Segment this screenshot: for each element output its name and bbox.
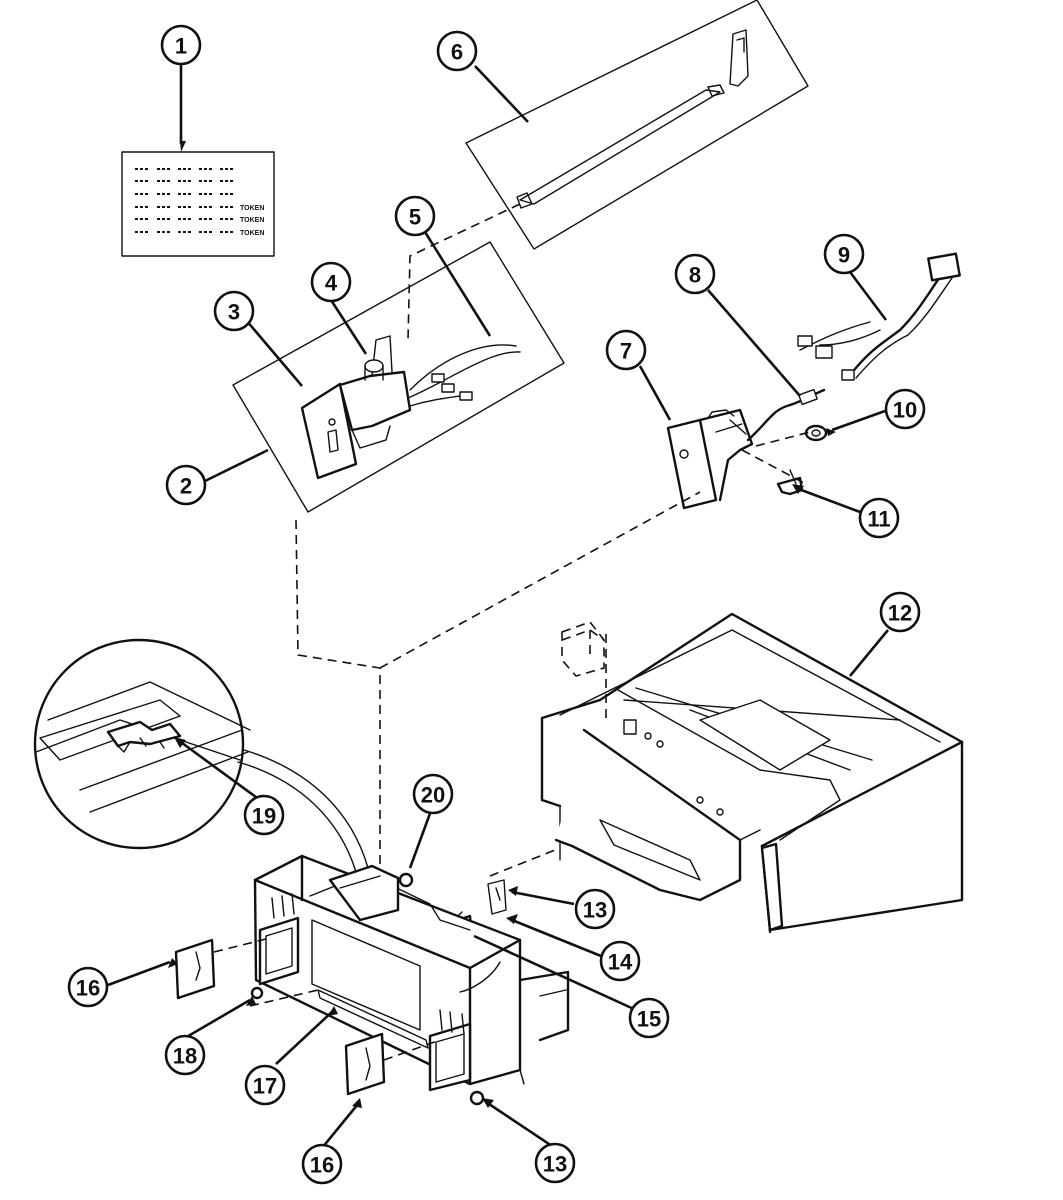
part-18-screw (250, 986, 264, 1000)
callout-16-left: 16 (67, 966, 109, 1008)
callout-6: 6 (436, 30, 478, 72)
callout-15: 15 (628, 997, 670, 1039)
part-13-screw-bottom (469, 1090, 485, 1106)
svg-text:7: 7 (620, 339, 632, 364)
part-8-wire-lead (746, 388, 826, 442)
svg-text:10: 10 (893, 398, 917, 423)
svg-text:3: 3 (228, 300, 240, 325)
svg-text:9: 9 (838, 243, 850, 268)
part-17-rod (317, 989, 429, 1049)
callout-4: 4 (310, 261, 352, 303)
svg-text:1: 1 (175, 34, 187, 59)
detail-view-circle (33, 638, 369, 873)
callout-1: 1 (160, 24, 202, 66)
svg-text:4: 4 (325, 271, 338, 296)
alignment-dashed-lines (213, 203, 811, 1061)
svg-text:11: 11 (867, 507, 890, 532)
part-16-coin-plate-right (344, 1032, 386, 1096)
part-10-grommet (804, 424, 828, 442)
part-7-bracket-assembly (666, 408, 754, 510)
svg-text:20: 20 (421, 783, 445, 808)
part-9-wire-harness (797, 252, 961, 381)
callout-9: 9 (823, 233, 865, 275)
svg-text:12: 12 (888, 601, 912, 626)
token-label-3: TOKEN (240, 230, 264, 237)
svg-text:19: 19 (252, 804, 276, 829)
svg-text:14: 14 (608, 950, 633, 975)
callout-13-upper: 13 (574, 888, 616, 930)
leader-lines (107, 64, 890, 1150)
callout-19: 19 (243, 794, 285, 836)
callout-10: 10 (884, 388, 926, 430)
svg-text:17: 17 (253, 1074, 277, 1099)
front-panel-assembly (253, 854, 570, 1092)
token-label-1: TOKEN (240, 205, 264, 212)
svg-text:2: 2 (180, 474, 192, 499)
callout-12: 12 (879, 591, 921, 633)
callout-3: 3 (213, 290, 255, 332)
callout-7: 7 (605, 329, 647, 371)
part-2-coin-mechanism-kit (232, 241, 565, 513)
callout-20: 20 (412, 773, 454, 815)
part-6-kit (465, 0, 809, 250)
svg-text:15: 15 (637, 1007, 661, 1032)
part-1-decal: TOKEN TOKEN TOKEN (121, 151, 275, 257)
svg-text:5: 5 (409, 205, 421, 230)
callout-18: 18 (164, 1034, 206, 1076)
svg-text:16: 16 (76, 976, 100, 1001)
callout-13-lower: 13 (534, 1142, 576, 1184)
svg-text:13: 13 (583, 898, 607, 923)
callout-14: 14 (599, 940, 641, 982)
svg-text:13: 13 (543, 1152, 567, 1177)
svg-text:16: 16 (310, 1153, 334, 1178)
callout-8: 8 (674, 253, 716, 295)
callout-16-bottom: 16 (301, 1143, 343, 1185)
part-12-base-cabinet (540, 612, 964, 934)
svg-text:18: 18 (173, 1044, 197, 1069)
token-label-2: TOKEN (240, 217, 264, 224)
svg-text:8: 8 (689, 263, 701, 288)
svg-text:6: 6 (451, 40, 463, 65)
callout-5: 5 (394, 195, 436, 237)
part-20-nut (398, 872, 414, 888)
part-16-coin-plate-left (174, 938, 216, 1000)
part-14-bracket (487, 879, 507, 915)
callout-11: 11 (858, 497, 900, 539)
callout-2: 2 (165, 464, 207, 506)
callout-17: 17 (244, 1064, 286, 1106)
decal-dash-rows (135, 168, 234, 233)
